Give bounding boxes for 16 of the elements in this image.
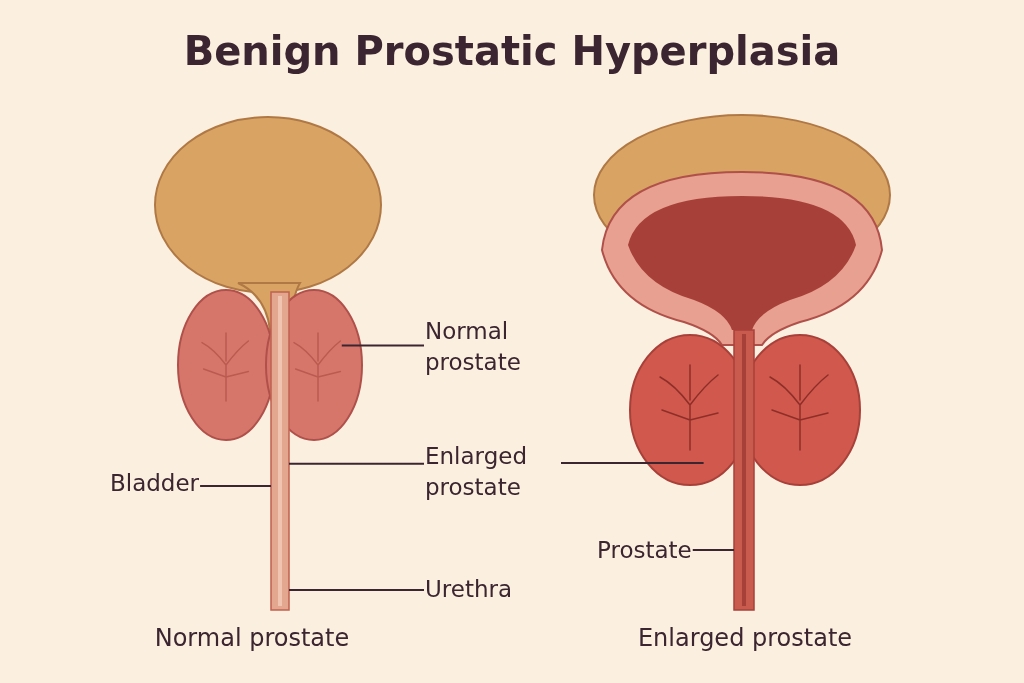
leader-line	[691, 549, 735, 552]
callout-label: Normal prostate	[425, 316, 560, 379]
callout-label: Bladder	[110, 468, 200, 500]
callout-label: Enlarged prostate	[425, 441, 560, 504]
leader-line	[560, 461, 705, 464]
caption: Normal prostate	[153, 624, 351, 652]
leader-line	[288, 588, 425, 591]
callout-label: Urethra	[425, 574, 513, 606]
leader-line	[199, 485, 272, 487]
urethra-tube	[270, 291, 290, 611]
urethra-tube	[733, 329, 755, 611]
caption: Enlarged prostate	[636, 624, 854, 652]
leader-line	[340, 344, 425, 347]
callout-label: Prostate	[597, 535, 692, 567]
leader-line	[288, 462, 425, 465]
title: Benign Prostatic Hyperplasia	[182, 28, 842, 74]
